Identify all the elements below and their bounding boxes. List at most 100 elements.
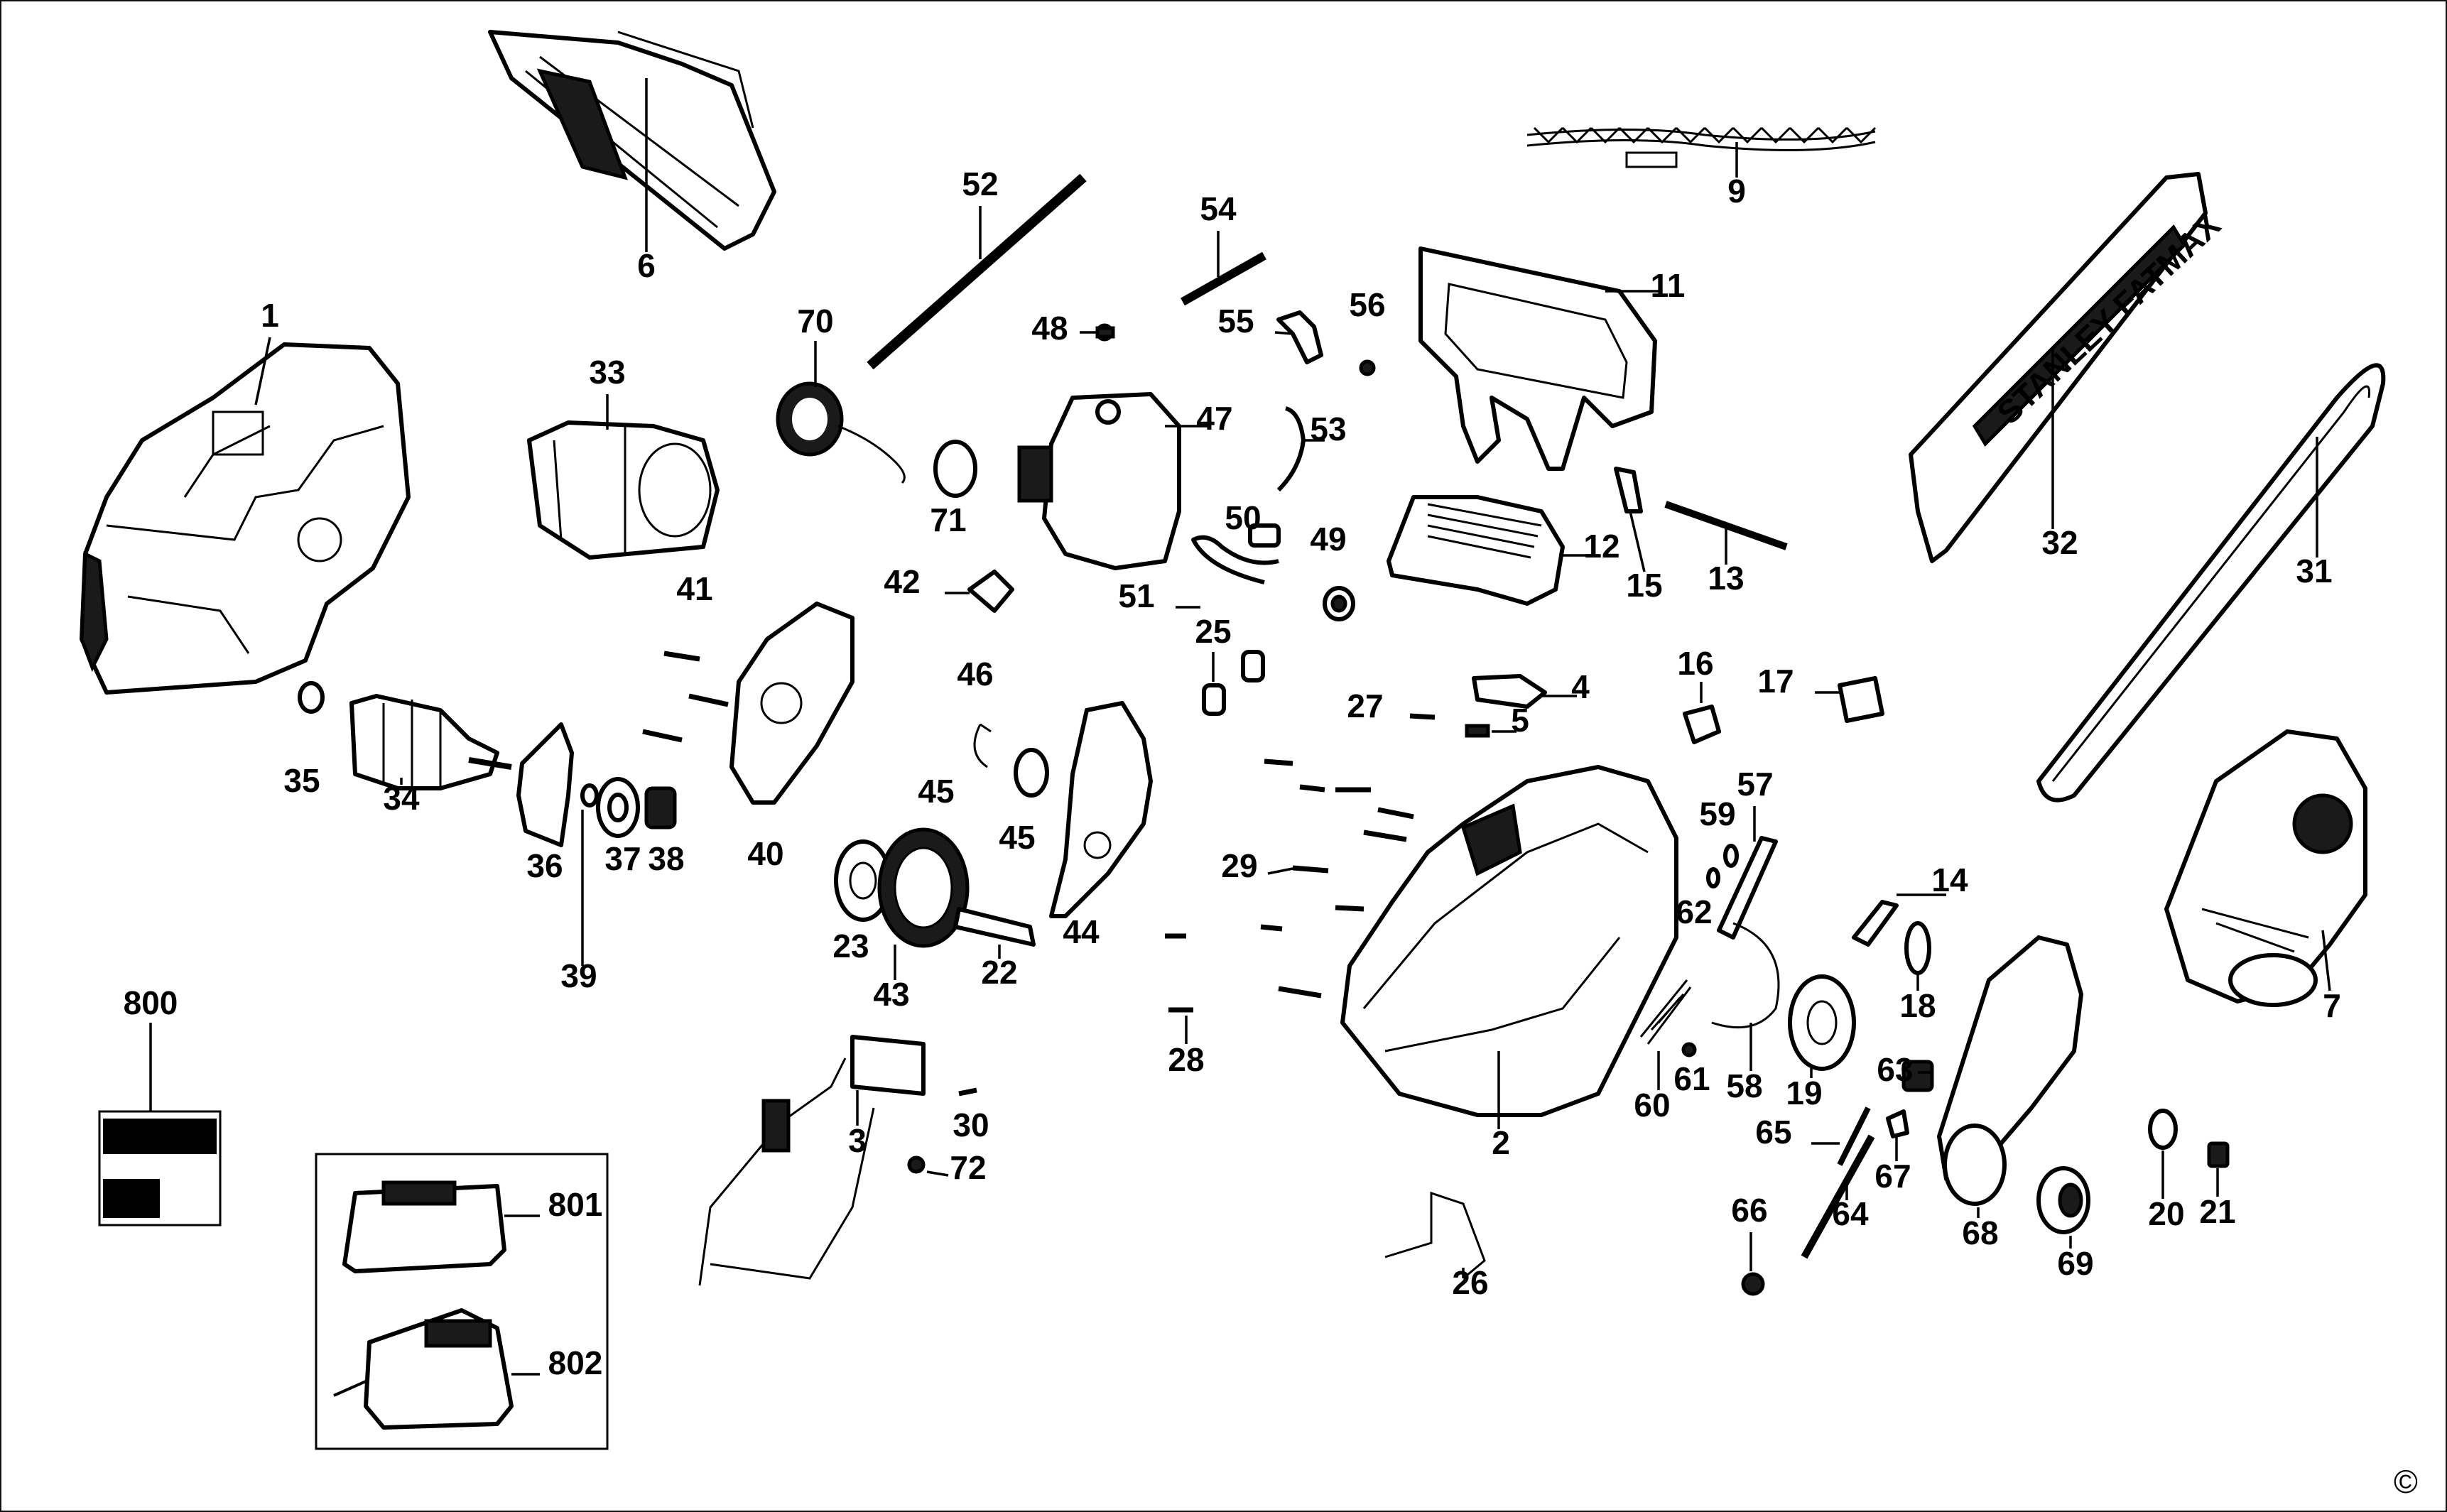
callout-1: 1 <box>261 297 279 334</box>
part-2-main-housing <box>1340 765 1678 1117</box>
callout-72: 72 <box>950 1149 986 1186</box>
part-35-bearing <box>298 681 325 714</box>
part-70-cable-clip <box>776 381 906 484</box>
callout-67: 67 <box>1874 1158 1911 1195</box>
part-7-sprocket-cover <box>2164 729 2367 1007</box>
callout-14: 14 <box>1931 861 1968 898</box>
callout-12: 12 <box>1583 528 1619 565</box>
part-9-chain <box>1526 126 1877 168</box>
callout-802: 802 <box>548 1344 603 1381</box>
callout-23: 23 <box>832 928 869 964</box>
part-18-link <box>1904 921 1931 975</box>
callout-56: 56 <box>1349 286 1385 323</box>
part-19-drum <box>1788 974 1856 1071</box>
callout-54: 54 <box>1200 190 1237 227</box>
part-64-rod <box>1801 1134 1875 1259</box>
leader-line-72 <box>926 1170 949 1177</box>
callout-18: 18 <box>1899 987 1936 1024</box>
copyright-mark: © <box>2394 1463 2418 1500</box>
part-4-switch <box>1472 674 1547 709</box>
part-72-screw <box>907 1155 926 1174</box>
part-21-nut <box>2207 1141 2230 1168</box>
battery-charger-box <box>315 1153 609 1450</box>
callout-52: 52 <box>962 165 998 202</box>
part-30-pin <box>958 1087 977 1097</box>
part-38-pinion <box>644 786 677 830</box>
callout-3: 3 <box>848 1122 867 1159</box>
screws-29 <box>1260 758 1414 999</box>
callout-36: 36 <box>526 847 563 884</box>
part-68-plate <box>1937 935 2083 1206</box>
callout-61: 61 <box>1673 1060 1710 1097</box>
part-41-bolts <box>642 651 729 743</box>
callout-15: 15 <box>1626 567 1662 604</box>
callout-47: 47 <box>1196 400 1232 437</box>
callout-70: 70 <box>797 303 833 339</box>
callout-801: 801 <box>548 1186 603 1223</box>
callout-39: 39 <box>560 957 597 994</box>
part-36-plate <box>516 722 574 847</box>
callout-16: 16 <box>1677 645 1713 682</box>
part-15-clip <box>1614 467 1643 513</box>
callout-68: 68 <box>1962 1214 1998 1251</box>
fastener-48 <box>1095 323 1115 342</box>
callout-53: 53 <box>1310 410 1346 447</box>
part-71-oring <box>933 440 977 498</box>
callout-7: 7 <box>2323 987 2341 1024</box>
callout-26: 26 <box>1452 1264 1488 1301</box>
callout-65: 65 <box>1755 1114 1791 1151</box>
part-63-sprocket <box>1901 1060 1934 1092</box>
leader-line-1 <box>254 337 271 406</box>
part-46-circlip <box>973 723 992 768</box>
callout-5: 5 <box>1511 702 1529 739</box>
callout-2: 2 <box>1492 1124 1510 1161</box>
callout-4: 4 <box>1571 668 1590 705</box>
callout-31: 31 <box>2296 553 2332 589</box>
part-17-block <box>1838 676 1884 723</box>
part-40-gear-plate <box>729 602 854 805</box>
part-16-block <box>1683 705 1721 744</box>
callout-59: 59 <box>1699 795 1735 832</box>
callout-20: 20 <box>2148 1195 2184 1232</box>
callout-45b: 45 <box>999 819 1035 856</box>
callout-33: 33 <box>589 354 625 391</box>
part-6-handle-cover <box>488 30 776 251</box>
callout-40: 40 <box>747 835 783 872</box>
part-12-guard <box>1387 495 1565 606</box>
screw-27 <box>1409 713 1436 720</box>
part-59-pin <box>1723 844 1739 868</box>
callout-46: 46 <box>957 656 993 692</box>
callout-51: 51 <box>1118 577 1154 614</box>
part-65-pin <box>1837 1106 1871 1166</box>
part-1-left-housing <box>80 342 411 695</box>
part-13-pin <box>1664 501 1788 550</box>
callout-34: 34 <box>383 780 420 817</box>
part-25-springs <box>1202 650 1265 716</box>
callout-30: 30 <box>953 1106 989 1143</box>
part-43-gear <box>877 827 970 948</box>
callout-13: 13 <box>1708 560 1744 597</box>
part-66-cap <box>1741 1272 1765 1296</box>
part-44-gear-cover <box>1049 701 1153 918</box>
part-55-valve <box>1276 310 1323 364</box>
part-42-pump <box>967 570 1014 613</box>
part-69-knob <box>2036 1166 2090 1234</box>
callout-9: 9 <box>1727 173 1746 210</box>
callout-35: 35 <box>283 762 320 799</box>
part-5-spring <box>1465 724 1490 738</box>
callout-38: 38 <box>648 840 684 877</box>
callout-62: 62 <box>1676 893 1712 930</box>
callout-44: 44 <box>1063 913 1100 950</box>
callout-800: 800 <box>124 984 178 1021</box>
callout-48: 48 <box>1031 310 1068 347</box>
part-53-hose <box>1276 406 1306 492</box>
callout-25: 25 <box>1195 613 1231 650</box>
callout-55: 55 <box>1217 303 1254 339</box>
part-3-harness <box>698 1035 926 1286</box>
callout-50: 50 <box>1225 499 1261 536</box>
callout-57: 57 <box>1737 766 1773 803</box>
part-45-bearing <box>1014 748 1049 798</box>
callout-71: 71 <box>930 501 966 538</box>
